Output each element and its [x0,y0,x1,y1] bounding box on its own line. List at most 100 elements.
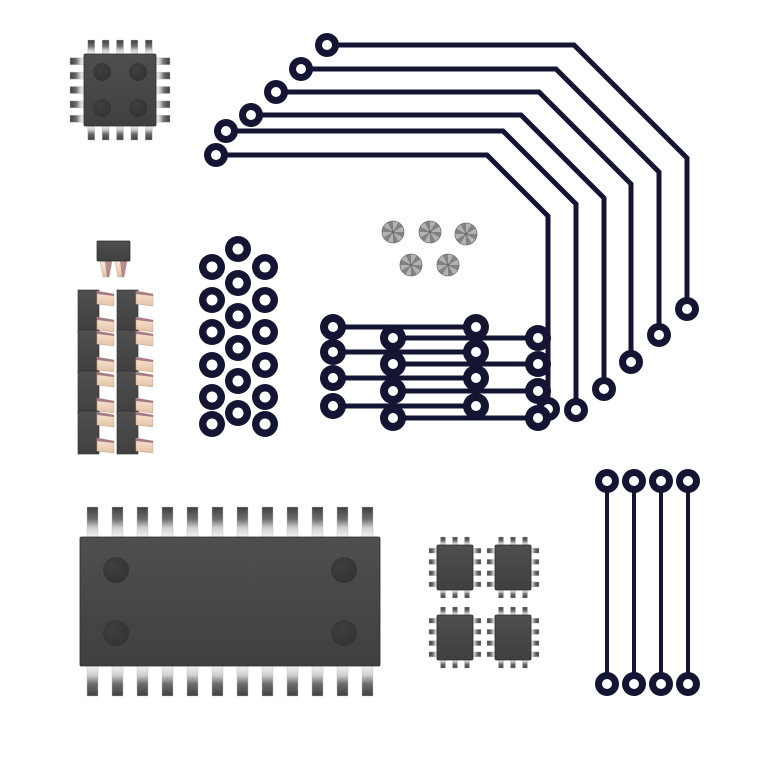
washer-facet [383,232,393,242]
ic-pin-bottom [286,663,299,697]
transistor-lead-shadow [105,261,112,277]
via-pad-hole [259,294,271,306]
resistor-body [116,289,139,334]
washer-facet [405,265,411,276]
ic-corner-mark [103,620,129,646]
ic-pin-bottom [236,663,249,697]
washer-center [409,263,413,267]
washer-outline [381,220,405,244]
ladder-right-pad-hole [533,413,543,423]
washer-center [446,263,450,267]
washer-facet [437,265,448,271]
ladder-inner-pad-hole [471,347,481,357]
washer-facet [448,265,454,276]
ladder-right-pad-hole [533,359,543,369]
washer-center [428,230,432,234]
small-ic-quad-group [428,536,540,669]
vertical-trace-bottom-pad-hole [683,679,693,689]
vertical-trace-top-pad-hole [656,476,666,486]
washer-facet [387,232,393,243]
resistor-pad-shadow [97,331,114,336]
washer-facet [405,254,411,265]
diagonal-trace-start-pad-hole [246,110,256,120]
large-small-outline-ic [79,506,381,697]
washer-facet [448,254,454,265]
washer-facet [424,221,430,232]
diagonal-trace-bundle [204,33,699,422]
resistor-package-array [77,289,154,455]
washer-facet [438,255,448,265]
diagonal-trace-end-pad-hole [599,384,609,394]
washer-facet [411,259,422,265]
washer-facet [393,232,404,238]
diagonal-trace-start-pad-hole [271,87,281,97]
washer-facet [466,228,477,234]
washer-facet [393,232,403,242]
via-pad-hole [206,359,218,371]
ic-pin-top [86,506,99,540]
ic-corner-mark [129,99,147,117]
ladder-mid-pad-hole [388,413,398,423]
via-pad-hole [259,418,271,430]
ic-pin-bottom [261,663,274,697]
washer-facet [455,228,466,234]
via-pad-hole [206,418,218,430]
via-pad-hole [232,375,244,387]
ic-body [436,614,474,661]
diagonal-trace-end-pad-hole [626,357,636,367]
washer-facet [420,222,430,232]
resistor-pad-shadow [136,331,153,336]
ic-pin-top [361,506,374,540]
via-pad-hole [206,391,218,403]
ladder-left-pad-hole [328,401,338,411]
vertical-trace-top-pad-hole [602,476,612,486]
washer-facet [420,232,430,242]
washer-facet [393,232,399,243]
ic-pin-top [311,506,324,540]
washer-facet [383,222,393,232]
ic-pin-bottom [186,663,199,697]
resistor-body [77,410,100,455]
ic-corner-mark [129,63,147,81]
resistor-pad-shadow [97,438,114,443]
via-pad-hole [206,326,218,338]
ic-body [494,614,532,661]
washer-facet [401,265,411,275]
transistor-body [96,240,131,262]
ladder-right-pad-hole [533,333,543,343]
ic-corner-mark [103,557,129,583]
resistor-pad-shadow [136,438,153,443]
ic-pin-top [136,506,149,540]
resistor-pad-shadow [136,291,153,296]
via-pad-hole [259,359,271,371]
ic-pin-bottom [336,663,349,697]
diagonal-trace-path [324,42,690,312]
ic-pin-top [261,506,274,540]
washer-outline [399,253,423,277]
vertical-trace-bottom-pad-hole [629,679,639,689]
resistor-pad-shadow [136,398,153,403]
washer-facet [411,265,422,271]
washer-facet [393,222,403,232]
ladder-left-pad-hole [328,347,338,357]
ladder-inner-pad-hole [471,401,481,411]
washer-facet [448,265,459,271]
washer-facet [430,232,440,242]
ladder-trace-network [320,314,551,431]
washer-facet [456,224,466,234]
via-pad-hole [259,261,271,273]
washer-center [464,232,468,236]
via-pad-hole [206,261,218,273]
ladder-inner-pad-hole [471,373,481,383]
resistor-body [116,370,139,415]
resistor-body [116,410,139,455]
metal-washer-group [381,220,478,277]
diagonal-trace-path [273,89,634,365]
washer-facet [393,221,399,232]
ic-pin-bottom [311,663,324,697]
ic-pin-top [186,506,199,540]
washer-facet [460,234,466,245]
surface-mount-transistor [96,240,131,278]
washer-center [391,230,395,234]
